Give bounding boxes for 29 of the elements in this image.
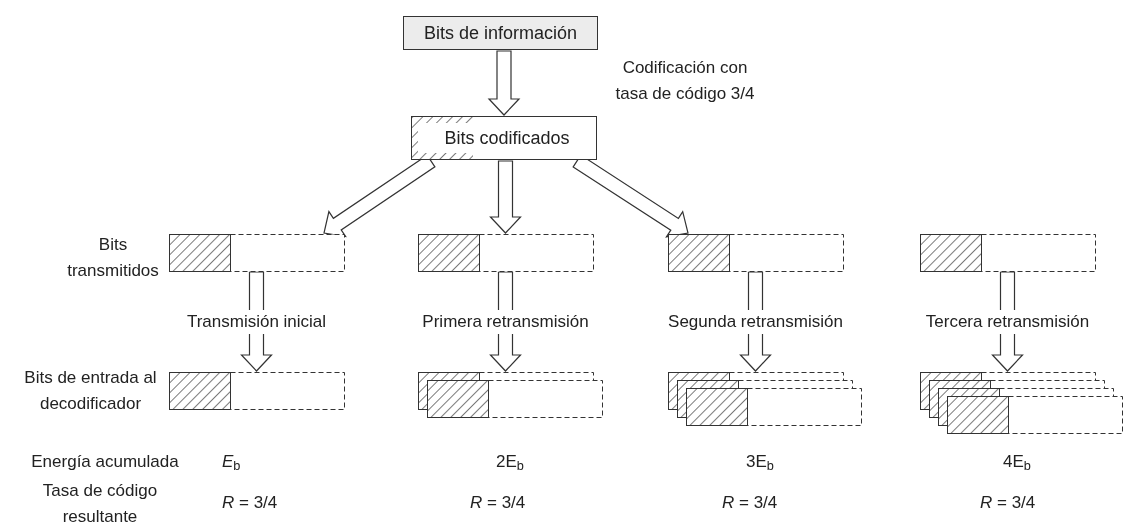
- bit-block-stack: [418, 234, 594, 272]
- code-rate-value: R = 3/4: [722, 493, 778, 512]
- row-label: Bits de entrada al decodificador: [24, 368, 157, 413]
- code-rate-value: R = 3/4: [980, 493, 1036, 512]
- process-box: [403, 16, 598, 50]
- energy-value: E$_{b}$: [222, 452, 241, 471]
- annotation-text: Codificación con tasa de código 3/4: [615, 58, 755, 103]
- energy-value: 2E$_{b}$: [496, 452, 524, 471]
- edge-label: Segunda retransmisión: [666, 309, 845, 334]
- bit-block-stack: [418, 372, 603, 418]
- bit-block-stack: [920, 234, 1096, 272]
- row-label: Bits transmitidos: [67, 235, 159, 280]
- energy-value: 4E$_{b}$: [1003, 452, 1031, 471]
- energy-value: 3E$_{b}$: [746, 452, 774, 471]
- bit-block-stack: [920, 372, 1123, 434]
- box-text: Bits de información: [423, 21, 578, 45]
- bit-block-stack: [668, 372, 862, 426]
- code-rate-value: R = 3/4: [222, 493, 278, 512]
- row-label: Energía acumulada: [31, 452, 179, 471]
- bit-block-stack: [169, 234, 345, 272]
- bit-block-stack: [169, 372, 345, 410]
- bit-block-stack: [668, 234, 844, 272]
- edge-label: Tercera retransmisión: [923, 309, 1092, 334]
- hatched-box: [411, 116, 597, 160]
- code-rate-value: R = 3/4: [470, 493, 526, 512]
- edge-label: Primera retransmisión: [420, 309, 591, 334]
- hollow-arrow: [489, 160, 522, 234]
- row-label: Tasa de código resultante: [42, 481, 158, 523]
- hollow-arrow: [487, 50, 521, 116]
